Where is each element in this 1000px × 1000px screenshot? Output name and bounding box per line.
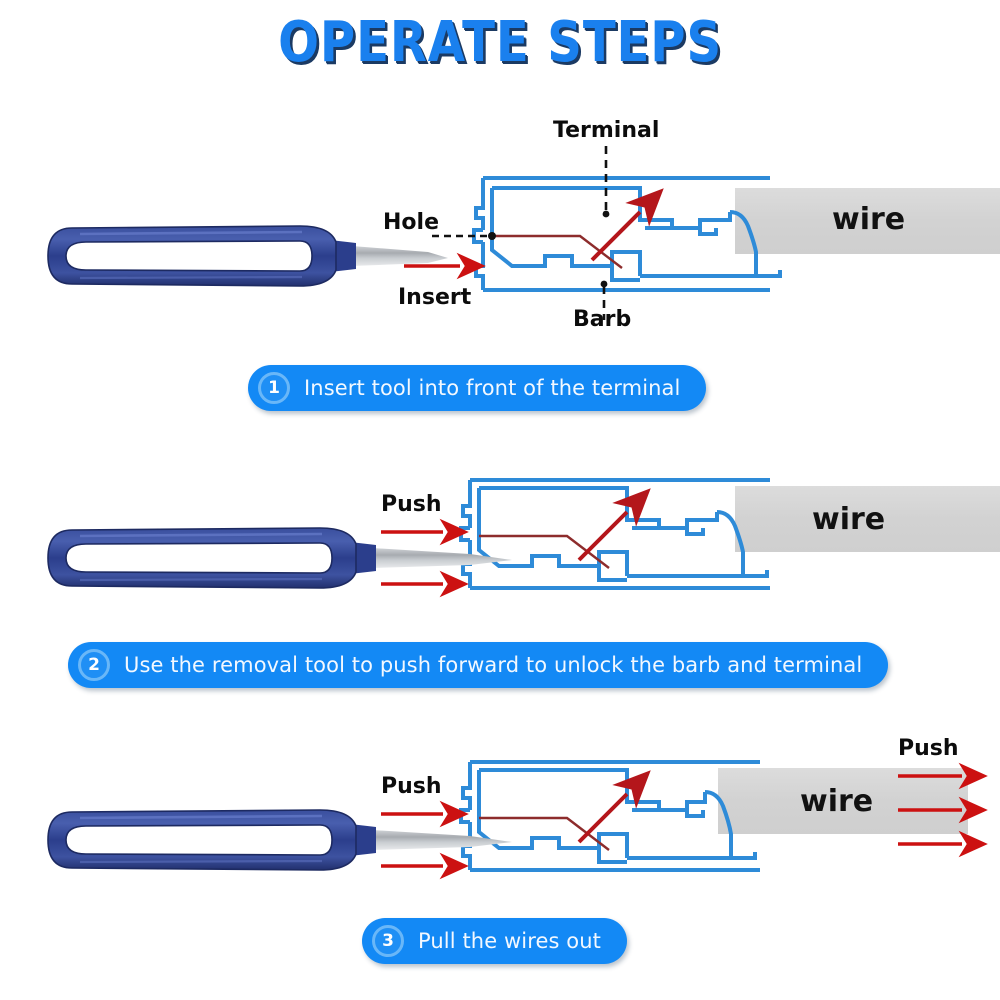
connector-housing bbox=[472, 176, 782, 292]
step-3-number: 3 bbox=[382, 930, 394, 951]
tool-handle-hole bbox=[65, 824, 333, 856]
tool-handle bbox=[47, 225, 337, 287]
terminal-pointer-arrow bbox=[577, 488, 651, 562]
wire-band bbox=[735, 188, 1000, 254]
step-3-caption-pill[interactable]: 3 Pull the wires out bbox=[362, 918, 627, 964]
connector-housing bbox=[459, 478, 770, 590]
step-3-figure: Push Push wire bbox=[0, 730, 1000, 905]
terminal-callout-lines bbox=[479, 488, 651, 569]
hole-leader bbox=[432, 232, 496, 240]
step-2: Push wire 2 Use the removal tool to push… bbox=[0, 470, 1000, 688]
tool-blade bbox=[352, 246, 448, 266]
terminal-pointer-arrow bbox=[590, 188, 664, 262]
step-3: Push Push wire 3 Pull the wires out bbox=[0, 730, 1000, 964]
label-wire: wire bbox=[800, 784, 874, 819]
label-wire: wire bbox=[832, 202, 906, 237]
wire-band bbox=[735, 486, 1000, 552]
tool-blade bbox=[372, 830, 512, 850]
tool-handle-hole bbox=[65, 542, 333, 574]
connector-housing bbox=[459, 760, 760, 872]
step-1-caption-text: Insert tool into front of the terminal bbox=[304, 376, 681, 400]
connector-wire-seat bbox=[698, 228, 718, 236]
step-2-number: 2 bbox=[88, 654, 100, 675]
step-2-number-badge: 2 bbox=[78, 649, 110, 681]
step-3-number-badge: 3 bbox=[372, 925, 404, 957]
label-push-left: Push bbox=[381, 492, 442, 517]
page-title-text: OPERATE STEPS bbox=[278, 10, 722, 75]
label-insert: Insert bbox=[398, 285, 472, 310]
label-push-right: Push bbox=[898, 736, 959, 761]
label-hole: Hole bbox=[383, 210, 439, 235]
tool-blade bbox=[372, 548, 512, 568]
step-1-number-badge: 1 bbox=[258, 372, 290, 404]
step-1-caption-pill[interactable]: 1 Insert tool into front of the terminal bbox=[248, 365, 707, 411]
step-3-diagram bbox=[47, 760, 988, 880]
step-1: Terminal Hole Barb Insert wire 1 Insert … bbox=[0, 100, 1000, 411]
step-3-caption-text: Pull the wires out bbox=[418, 929, 601, 953]
step-2-caption-text: Use the removal tool to push forward to … bbox=[124, 653, 863, 677]
page-title: OPERATE STEPS bbox=[0, 14, 1000, 72]
step-1-diagram bbox=[47, 146, 1000, 320]
wire-band bbox=[718, 768, 968, 834]
label-barb: Barb bbox=[573, 307, 632, 332]
tool-handle-hole bbox=[65, 240, 313, 272]
terminal-pointer-arrow bbox=[577, 770, 651, 844]
step-2-caption-pill[interactable]: 2 Use the removal tool to push forward t… bbox=[68, 642, 889, 688]
tool-handle bbox=[47, 809, 357, 871]
step-2-diagram bbox=[47, 478, 1000, 598]
step-1-number: 1 bbox=[268, 377, 280, 398]
terminal-callout-lines bbox=[479, 770, 651, 851]
barb-leader bbox=[600, 280, 608, 320]
terminal-callout-lines bbox=[492, 188, 664, 269]
step-1-figure: Terminal Hole Barb Insert wire bbox=[0, 100, 1000, 360]
label-push-left: Push bbox=[381, 774, 442, 799]
tool-handle bbox=[47, 527, 357, 589]
label-terminal: Terminal bbox=[553, 118, 660, 143]
step-2-figure: Push wire bbox=[0, 470, 1000, 635]
terminal-leader bbox=[602, 146, 610, 218]
label-wire: wire bbox=[812, 502, 886, 537]
